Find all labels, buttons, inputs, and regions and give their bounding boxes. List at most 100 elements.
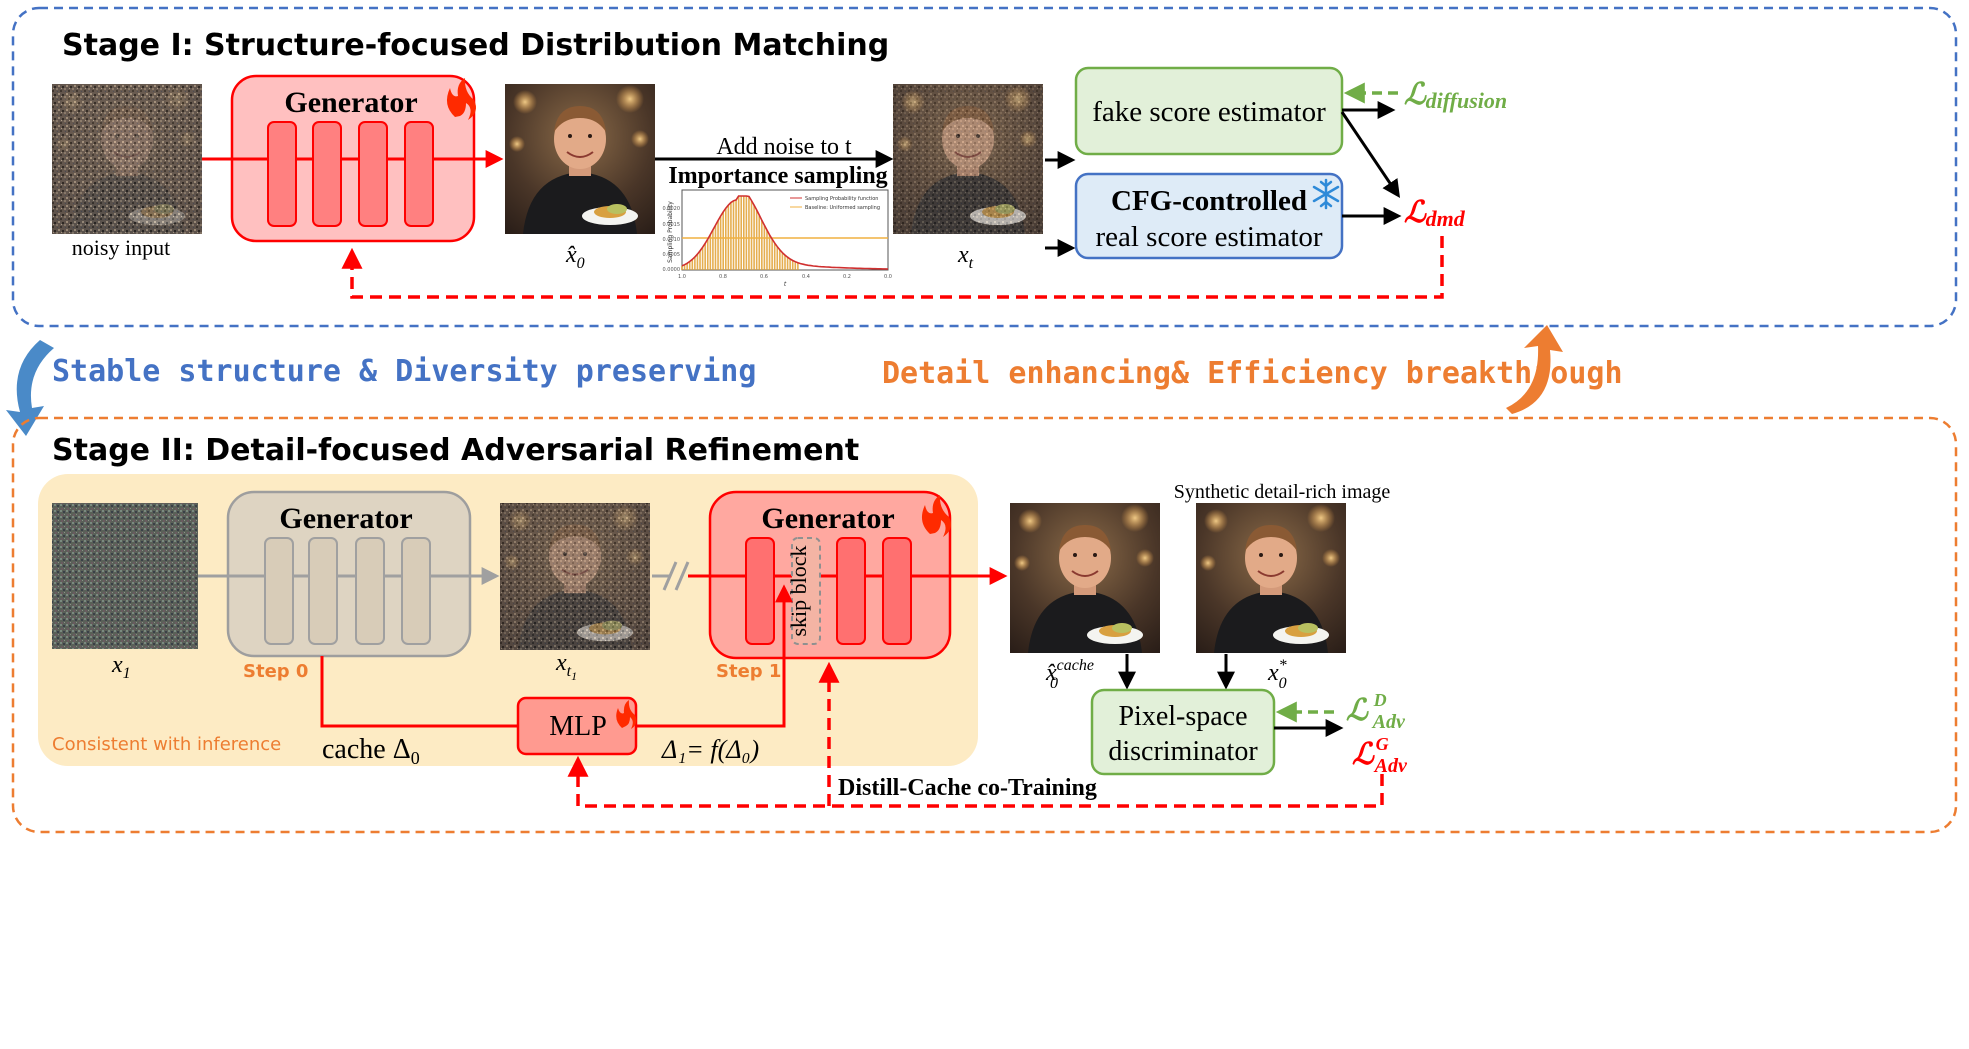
cache-path-line xyxy=(320,656,518,728)
stage2-title: Stage II: Detail-focused Adversarial Ref… xyxy=(52,433,859,468)
delta-formula: Δ₁= f(Δ₀) xyxy=(661,735,759,764)
chart-ylabel: Sampling Probability xyxy=(667,201,674,263)
step1-generator-label: Generator xyxy=(761,502,894,535)
chart-sample-bar xyxy=(797,262,799,270)
x0hat-label: x̂0 xyxy=(565,242,585,272)
xt-image xyxy=(892,83,1044,235)
gen1-block-4 xyxy=(404,121,434,227)
fake-score-label: fake score estimator xyxy=(1092,96,1326,128)
chart-sample-bar xyxy=(701,247,704,270)
chart-sample-bar xyxy=(773,243,776,270)
mlp-label: MLP xyxy=(549,711,607,742)
chart-sample-bar xyxy=(758,215,761,270)
cotraining-feedback-to-mlp xyxy=(567,755,1384,808)
chart-sample-bar xyxy=(761,220,763,270)
chart-sample-bar xyxy=(776,246,779,270)
xt-label: xt xyxy=(957,242,974,272)
gen1s-block-3 xyxy=(836,537,866,645)
svg-text:0.4: 0.4 xyxy=(802,274,810,280)
chart-sample-bar xyxy=(755,210,758,270)
transition-right-text: Detail enhancing& Efficiency breakthroug… xyxy=(882,356,1623,391)
svg-text:1.0: 1.0 xyxy=(678,274,686,280)
step1-label: Step 1 xyxy=(716,661,781,682)
step0-generator-label: Generator xyxy=(279,502,412,535)
chart-sample-bar xyxy=(719,216,722,270)
chart-sample-bar xyxy=(794,261,797,270)
x0hat-image xyxy=(504,83,656,235)
chart-sample-bar xyxy=(699,250,701,270)
chart-sample-bar xyxy=(696,254,699,270)
svg-text:0.0010: 0.0010 xyxy=(663,237,681,243)
chart-legend-2: Baseline: Uniformed sampling xyxy=(805,205,880,211)
importance-sampling-chart: Sampling Probability function Baseline: … xyxy=(663,189,892,288)
cache-label: cache Δ0 xyxy=(322,734,420,768)
chart-sample-bar xyxy=(750,200,753,270)
chart-sample-bar xyxy=(712,229,714,270)
x1-noise-image xyxy=(52,503,198,649)
loss-dmd: ℒdmd xyxy=(1404,196,1466,231)
step0-label: Step 0 xyxy=(243,661,308,682)
noisy-input-label: noisy input xyxy=(72,235,170,260)
chart-sample-bar xyxy=(743,196,745,270)
synthetic-image-label: Synthetic detail-rich image xyxy=(1174,481,1391,503)
noisy-input-image xyxy=(51,83,203,235)
chart-sample-bar xyxy=(694,256,696,270)
gen0-block-2 xyxy=(308,537,338,645)
fake-to-dmd-arrow xyxy=(1340,111,1401,198)
dmd-feedback-arrow xyxy=(341,236,1444,299)
svg-text:0.0000: 0.0000 xyxy=(663,267,681,273)
x0cache-image xyxy=(1009,502,1161,654)
chart-sample-bar xyxy=(791,260,794,270)
chart-sample-bar xyxy=(748,196,750,270)
loss-diffusion: ℒdiffusion xyxy=(1404,78,1507,113)
chart-sample-bar xyxy=(768,234,771,270)
chart-sample-bar xyxy=(745,196,748,270)
chart-sample-bar xyxy=(789,258,791,270)
stage1-generator-label: Generator xyxy=(284,86,417,119)
pixel-discriminator-box xyxy=(1090,688,1276,776)
chart-sample-bar xyxy=(704,243,706,270)
chart-sample-bar xyxy=(779,249,781,270)
mlp-flame-icon xyxy=(616,700,637,729)
chart-sample-bar xyxy=(786,257,789,270)
consistent-label: Consistent with inference xyxy=(52,734,281,755)
chart-sample-bar xyxy=(706,239,709,270)
chart-sample-bar xyxy=(686,263,688,270)
stage1-border xyxy=(11,6,1958,328)
transition-left-text: Stable structure & Diversity preserving xyxy=(52,354,756,389)
chart-sample-bar xyxy=(737,196,740,270)
chart-sample-bar xyxy=(714,225,717,270)
svg-text:0.0015: 0.0015 xyxy=(663,222,681,228)
gen1s-block-1 xyxy=(745,537,775,645)
chart-sample-bar xyxy=(740,196,743,270)
cfg-label: CFG-controlled xyxy=(1111,185,1307,217)
xt1-image xyxy=(499,502,651,651)
disc-label-2: discriminator xyxy=(1108,736,1258,767)
chart-sample-bar xyxy=(730,202,732,270)
svg-text:0.0005: 0.0005 xyxy=(663,252,681,258)
gen1-block-1 xyxy=(267,121,297,227)
down-curved-arrow xyxy=(6,340,54,436)
gen0-block-3 xyxy=(355,537,385,645)
mlp-to-skip-arrow xyxy=(636,584,793,728)
chart-sample-bar xyxy=(763,225,766,270)
chart-sample-bar xyxy=(691,259,694,270)
svg-text:0.0020: 0.0020 xyxy=(663,206,681,212)
gen1-block-3 xyxy=(358,121,388,227)
chart-xlabel: t xyxy=(784,281,787,288)
chart-sample-bar xyxy=(709,234,712,270)
chart-sample-bar xyxy=(784,255,786,270)
stage1-title: Stage I: Structure-focused Distribution … xyxy=(62,28,889,63)
svg-text:0.6: 0.6 xyxy=(760,274,768,280)
up-curved-arrow xyxy=(1506,325,1563,414)
chart-sample-bar xyxy=(781,252,784,270)
cotraining-label: Distill-Cache co-Training xyxy=(838,775,1097,801)
chart-sample-bar xyxy=(766,230,768,270)
stage2-border xyxy=(11,416,1958,834)
add-noise-label: Add noise to t xyxy=(716,134,852,160)
step1-flame-icon xyxy=(921,495,951,537)
break-mark-1 xyxy=(662,561,678,591)
